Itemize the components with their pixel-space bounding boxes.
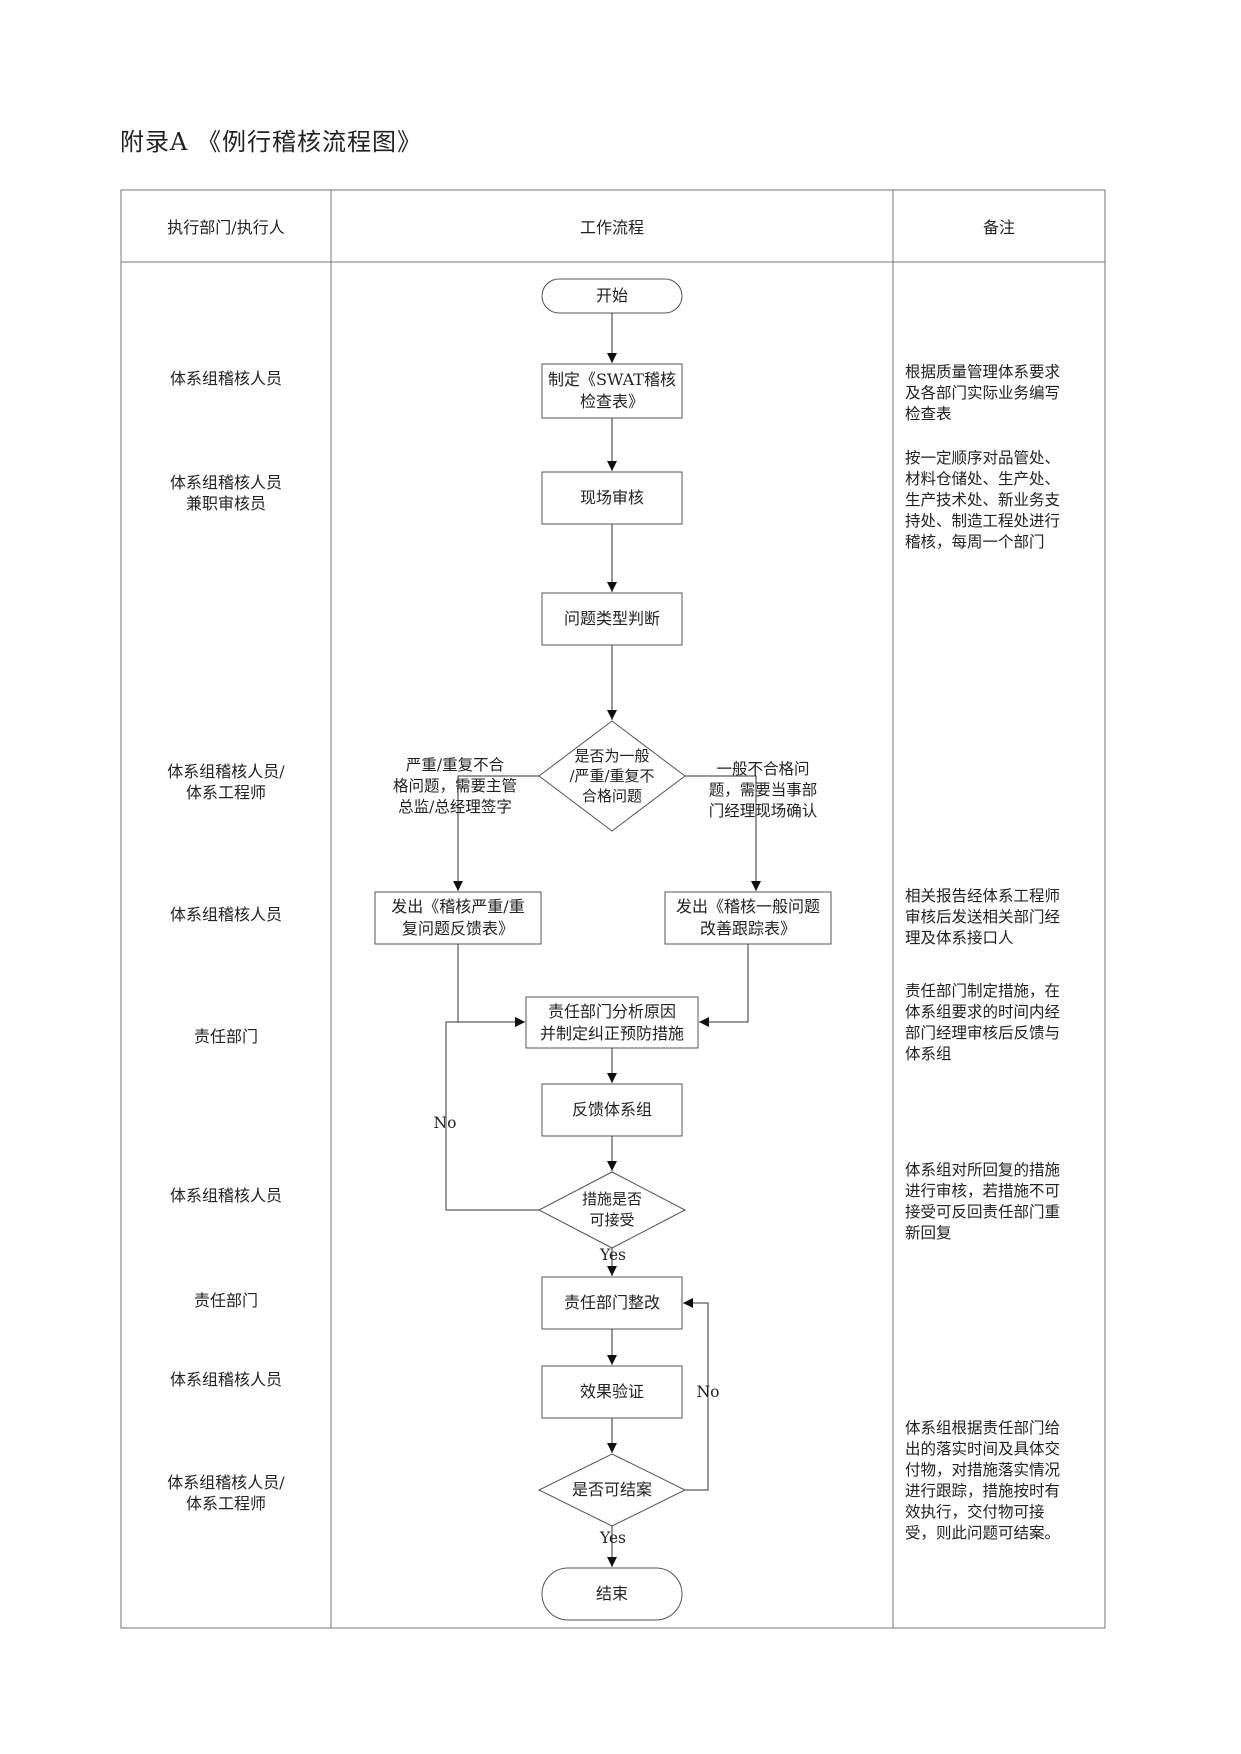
decision-close-node: 是否可结案 — [571, 1480, 652, 1499]
dept-row-3: 体系组稽核人员/ 体系工程师 — [167, 762, 285, 802]
branch-label-yes-close: Yes — [599, 1529, 626, 1547]
page-title: 附录A 《例行稽核流程图》 — [120, 128, 422, 156]
dept-row-1: 体系组稽核人员 — [169, 369, 282, 388]
onsite-audit-node: 现场审核 — [579, 488, 644, 507]
dept-row-4: 体系组稽核人员 — [169, 905, 282, 924]
remark-4: 责任部门制定措施，在 体系组要求的时间内经 部门经理审核后反馈与 体系组 — [905, 982, 1061, 1063]
remark-6: 体系组根据责任部门给 出的落实时间及具体交 付物，对措施落实情况 进行跟踪，措施… — [905, 1419, 1061, 1542]
table-grid — [120, 189, 1106, 1629]
decision-type-diamond — [538, 720, 686, 832]
dept-row-2: 体系组稽核人员 兼职审核员 — [169, 473, 282, 513]
decision-accept-node: 措施是否 可接受 — [581, 1190, 642, 1229]
end-node: 结束 — [595, 1584, 628, 1603]
remark-5: 体系组对所回复的措施 进行审核，若措施不可 接受可反回责任部门重 新回复 — [905, 1161, 1061, 1242]
serious-feedback-node: 发出《稽核严重/重 复问题反馈表》 — [391, 897, 525, 938]
dept-row-8: 体系组稽核人员 — [169, 1370, 282, 1389]
feedback-group-box — [541, 1083, 683, 1137]
make-checklist-box — [541, 363, 683, 419]
branch-label-no-close: No — [696, 1383, 720, 1401]
feedback-group-node: 反馈体系组 — [571, 1100, 652, 1119]
general-tracking-box — [664, 891, 832, 945]
rectify-node: 责任部门整改 — [563, 1293, 660, 1312]
general-tracking-node: 发出《稽核一般问题 改善跟踪表》 — [675, 897, 820, 938]
start-node: 开始 — [595, 286, 628, 305]
problem-type-node: 问题类型判断 — [563, 609, 660, 628]
dept-row-6: 体系组稽核人员 — [169, 1186, 282, 1205]
dept-row-9: 体系组稽核人员/ 体系工程师 — [167, 1473, 285, 1513]
branch-label-general: 一般不合格问 题，需要当事部 门经理现场确认 — [708, 760, 818, 820]
branch-label-no-accept: No — [433, 1114, 457, 1132]
node-shapes — [374, 278, 832, 1621]
remark-3: 相关报告经体系工程师 审核后发送相关部门经 理及体系接口人 — [905, 887, 1061, 947]
branch-label-serious: 严重/重复不合 格问题，需要主管 总监/总经理签字 — [392, 756, 517, 816]
connectors — [445, 313, 761, 1567]
remark-2: 按一定顺序对品管处、 材料仓储处、生产处、 生产技术处、新业务支 持处、制造工程… — [905, 449, 1061, 551]
header-remark: 备注 — [982, 218, 1015, 237]
analyze-cause-node: 责任部门分析原因 并制定纠正预防措施 — [539, 1001, 684, 1043]
header-dept: 执行部门/执行人 — [167, 218, 285, 237]
problem-type-box — [541, 592, 683, 646]
header-flow: 工作流程 — [579, 218, 644, 237]
dept-row-7: 责任部门 — [193, 1291, 258, 1310]
end-terminal — [541, 1567, 683, 1621]
verify-node: 效果验证 — [579, 1382, 644, 1401]
verify-box — [541, 1365, 683, 1419]
branch-label-yes-accept: Yes — [599, 1246, 626, 1264]
make-checklist-node: 制定《SWAT稽核 检查表》 — [548, 370, 676, 411]
rectify-box — [541, 1276, 683, 1330]
dept-row-5: 责任部门 — [193, 1027, 258, 1046]
onsite-audit-box — [541, 471, 683, 525]
decision-type-node: 是否为一般 /严重/重复不 合格问题 — [569, 747, 655, 805]
remark-1: 根据质量管理体系要求 及各部门实际业务编写 检查表 — [905, 363, 1061, 423]
